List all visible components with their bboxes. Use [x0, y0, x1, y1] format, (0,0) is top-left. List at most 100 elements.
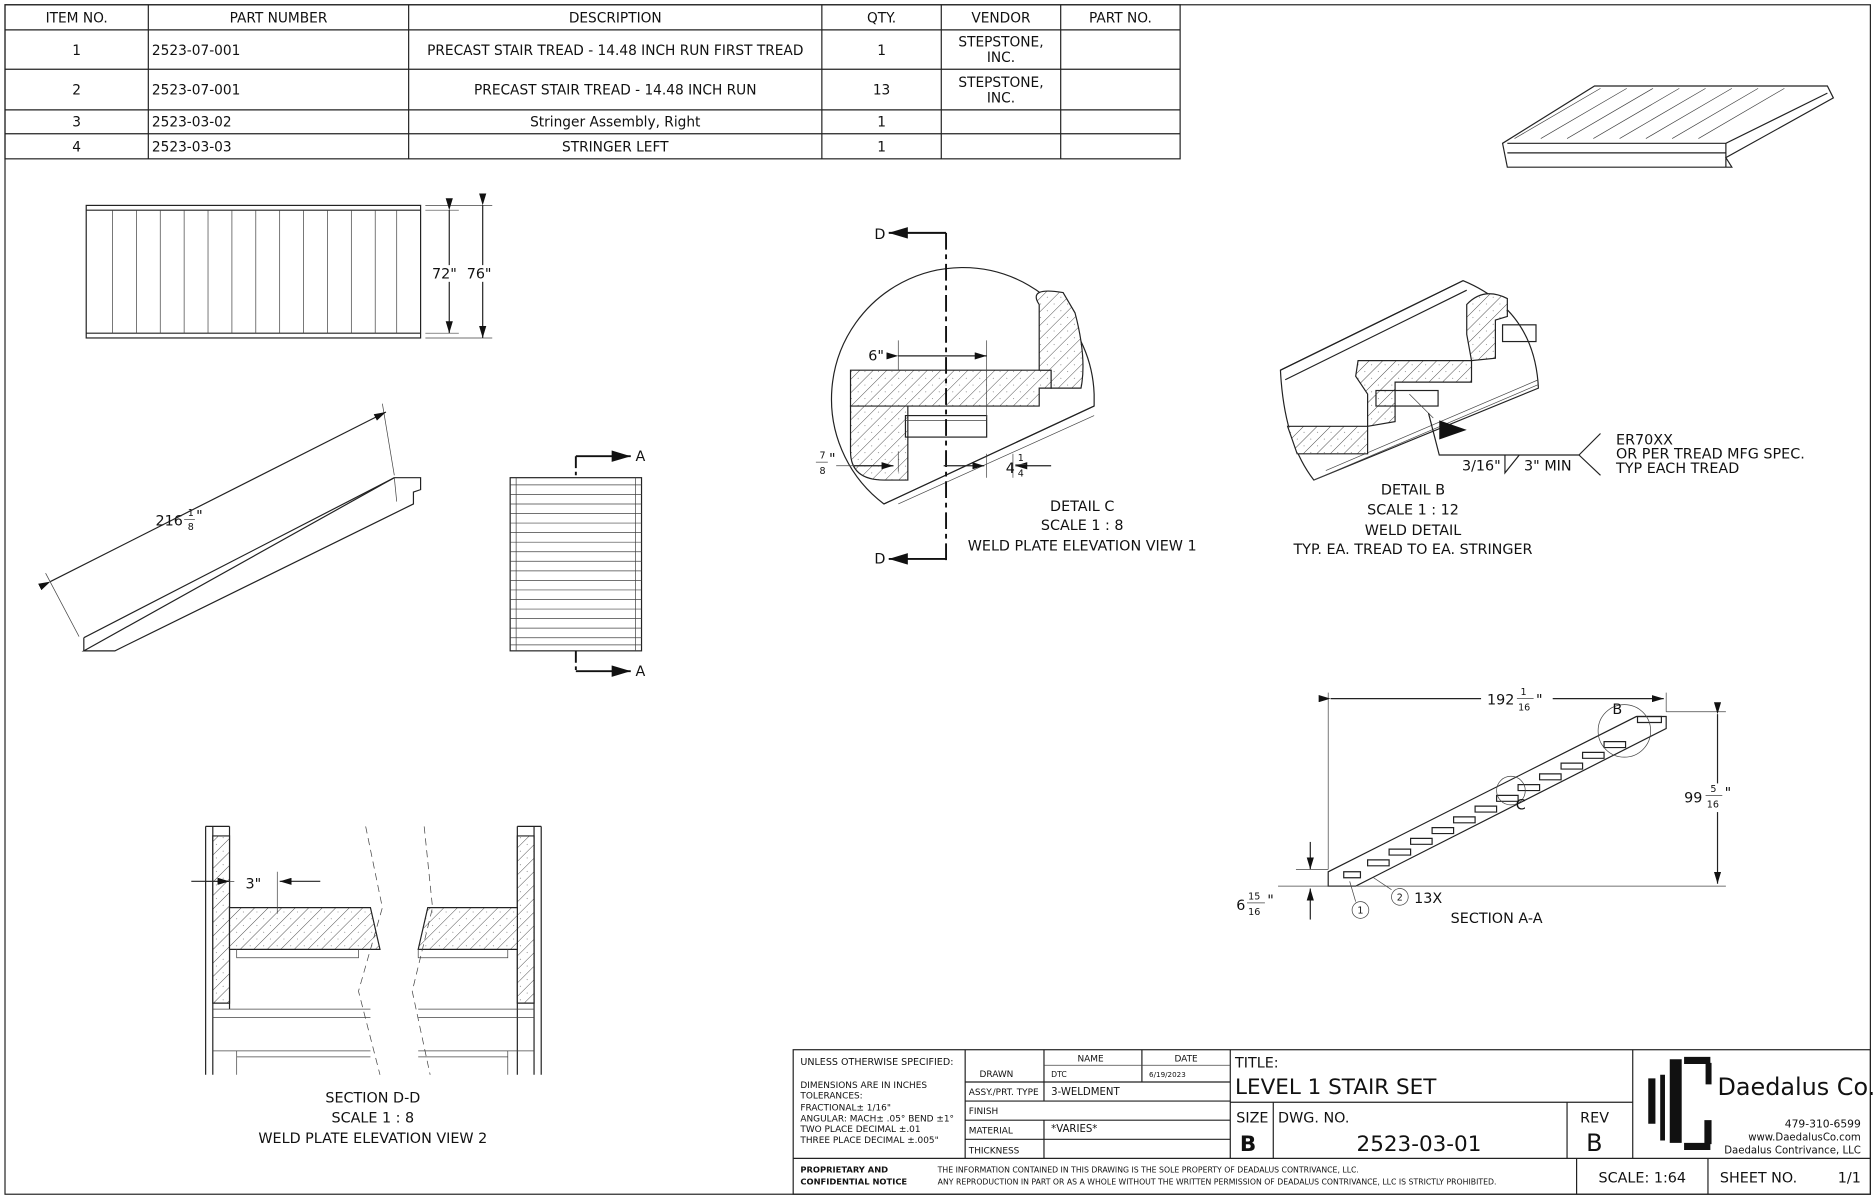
quantity-13x: 13X	[1414, 891, 1442, 907]
cell-item: 4	[72, 140, 81, 156]
svg-text:16: 16	[1707, 799, 1719, 810]
approval-fields: NAME DATE DRAWN DTC 6/19/2023 ASSY./PRT.…	[968, 1055, 1198, 1157]
section-label-a-bottom: A	[636, 664, 646, 680]
cell-qty: 1	[877, 43, 886, 59]
svg-text:216: 216	[155, 513, 182, 529]
svg-text:TYP. EA. TREAD TO EA. STRINGER: TYP. EA. TREAD TO EA. STRINGER	[1292, 542, 1532, 558]
assembly-type: 3-WELDMENT	[1051, 1087, 1120, 1098]
weld-size: 3/16"	[1462, 459, 1501, 475]
svg-text:": "	[1536, 693, 1543, 709]
detail-c-view: D D 6" 7 8 " 4 1 4 DETAIL C SCALE 1 : 8 …	[815, 227, 1197, 568]
drawn-name: DTC	[1051, 1070, 1067, 1079]
svg-text:8: 8	[819, 466, 825, 477]
dimension-width-inner: 72"	[432, 266, 457, 282]
cell-qty: 13	[873, 82, 890, 98]
header-part-no: PART NO.	[1089, 11, 1152, 27]
cell-part-number: 2523-07-001	[152, 82, 240, 98]
svg-text:OR PER TREAD MFG SPEC.: OR PER TREAD MFG SPEC.	[1616, 447, 1805, 463]
notice-label: PROPRIETARY AND	[800, 1165, 888, 1175]
title-block: UNLESS OTHERWISE SPECIFIED: DIMENSIONS A…	[792, 1049, 1873, 1195]
svg-text:16: 16	[1518, 703, 1530, 714]
section-d-d-caption: SECTION D-D SCALE 1 : 8 WELD PLATE ELEVA…	[258, 1090, 487, 1147]
cell-description: STRINGER LEFT	[562, 140, 669, 156]
svg-text:SCALE 1 : 8: SCALE 1 : 8	[331, 1111, 414, 1127]
cell-vendor-line2: INC.	[987, 91, 1015, 107]
cell-item: 3	[72, 115, 81, 131]
svg-text:SCALE 1 : 8: SCALE 1 : 8	[1041, 518, 1124, 534]
svg-text:99: 99	[1684, 791, 1702, 807]
header-qty: QTY.	[867, 11, 896, 27]
cell-item: 1	[72, 43, 81, 59]
stringer-view: 216 1 8 "	[38, 403, 422, 652]
section-d-d-view: 3" SECTION D-D SCALE 1 : 8 WELD PLATE EL…	[191, 825, 542, 1147]
dimension-stringer-length: 216 1 8 "	[155, 508, 202, 533]
notice-text: THE INFORMATION CONTAINED IN THIS DRAWIN…	[937, 1166, 1359, 1175]
cell-part-number: 2523-03-02	[152, 115, 232, 131]
svg-text:4: 4	[1006, 461, 1015, 477]
weld-length: 3" MIN	[1524, 459, 1572, 475]
balloon-1	[1351, 901, 1370, 919]
title-label: TITLE:	[1234, 1056, 1279, 1072]
svg-text:7: 7	[819, 451, 825, 462]
svg-text:16: 16	[1248, 907, 1260, 918]
sheet-number: 1/1	[1838, 1170, 1861, 1186]
dimension-3-inch: 3"	[246, 877, 262, 893]
dimension-first-rise: 6 15 16 "	[1236, 891, 1274, 918]
plan-view: A A	[509, 449, 646, 680]
section-label-a-top: A	[636, 449, 646, 465]
cell-vendor: STEPSTONE,	[958, 75, 1043, 91]
svg-text:TOLERANCES:: TOLERANCES:	[799, 1092, 862, 1102]
svg-text:ANGULAR: MACH± .05° BEND ±1°: ANGULAR: MACH± .05° BEND ±1°	[800, 1114, 954, 1124]
svg-text:1: 1	[188, 508, 194, 519]
company-name: Daedalus Co.	[1718, 1073, 1873, 1101]
svg-text:5: 5	[1710, 784, 1716, 795]
cell-vendor: STEPSTONE,	[958, 35, 1043, 51]
svg-text:THREE PLACE DECIMAL ±.005": THREE PLACE DECIMAL ±.005"	[799, 1136, 938, 1146]
svg-text:6: 6	[1236, 898, 1245, 914]
section-a-a-caption: SECTION A-A	[1451, 911, 1543, 927]
balloon-2	[1391, 888, 1409, 906]
svg-text:UNLESS OTHERWISE SPECIFIED:: UNLESS OTHERWISE SPECIFIED:	[800, 1057, 953, 1068]
cell-item: 2	[72, 82, 81, 98]
svg-text:NAME: NAME	[1077, 1055, 1104, 1065]
svg-text:THICKNESS: THICKNESS	[968, 1147, 1020, 1157]
dwg-no-label: DWG. NO.	[1278, 1111, 1349, 1127]
svg-text:ER70XX: ER70XX	[1616, 432, 1673, 448]
dimension-width-outer: 76"	[467, 266, 492, 282]
svg-text:1: 1	[1520, 687, 1526, 698]
table-row: 1 2523-07-001 PRECAST STAIR TREAD - 14.4…	[72, 35, 1043, 67]
svg-text:DRAWN: DRAWN	[979, 1070, 1013, 1080]
company-logo: Daedalus Co. 479-310-6599 www.DaedalusCo…	[1648, 1056, 1873, 1157]
svg-text:": "	[1725, 786, 1732, 802]
company-website: www.DaedalusCo.com	[1748, 1132, 1861, 1143]
section-cut-d-bottom: D	[874, 552, 885, 568]
dimension-4-1-4: 4 1 4	[1006, 453, 1027, 479]
svg-text:WELD PLATE ELEVATION VIEW 2: WELD PLATE ELEVATION VIEW 2	[258, 1131, 487, 1147]
table-row: 4 2523-03-03 STRINGER LEFT 1	[72, 140, 886, 156]
svg-text:8: 8	[188, 522, 194, 533]
sheet-size: B	[1240, 1132, 1256, 1157]
header-vendor: VENDOR	[971, 11, 1031, 27]
svg-text:TYP EACH TREAD: TYP EACH TREAD	[1615, 461, 1739, 477]
svg-text:MATERIAL: MATERIAL	[969, 1126, 1013, 1136]
drawn-date: 6/19/2023	[1149, 1070, 1186, 1079]
svg-text:": "	[196, 509, 203, 525]
dimension-6-inch: 6"	[868, 349, 884, 365]
svg-text:": "	[829, 451, 836, 467]
svg-text:DETAIL B: DETAIL B	[1381, 482, 1445, 498]
weld-note: ER70XX OR PER TREAD MFG SPEC. TYP EACH T…	[1615, 432, 1805, 477]
svg-text:DIMENSIONS ARE IN INCHES: DIMENSIONS ARE IN INCHES	[800, 1081, 927, 1091]
svg-text:FINISH: FINISH	[969, 1107, 999, 1117]
tolerance-notes: UNLESS OTHERWISE SPECIFIED: DIMENSIONS A…	[799, 1057, 954, 1146]
cell-qty: 1	[877, 140, 886, 156]
cell-part-number: 2523-07-001	[152, 43, 240, 59]
company-phone: 479-310-6599	[1785, 1117, 1861, 1130]
svg-text:15: 15	[1248, 891, 1260, 902]
drawing-title: LEVEL 1 STAIR SET	[1235, 1075, 1437, 1100]
svg-text:CONFIDENTIAL NOTICE: CONFIDENTIAL NOTICE	[800, 1177, 907, 1187]
svg-text:4: 4	[1018, 468, 1024, 479]
table-row: 2 2523-07-001 PRECAST STAIR TREAD - 14.4…	[72, 75, 1043, 107]
svg-text:WELD DETAIL: WELD DETAIL	[1365, 523, 1462, 539]
svg-text:DETAIL C: DETAIL C	[1050, 499, 1114, 515]
